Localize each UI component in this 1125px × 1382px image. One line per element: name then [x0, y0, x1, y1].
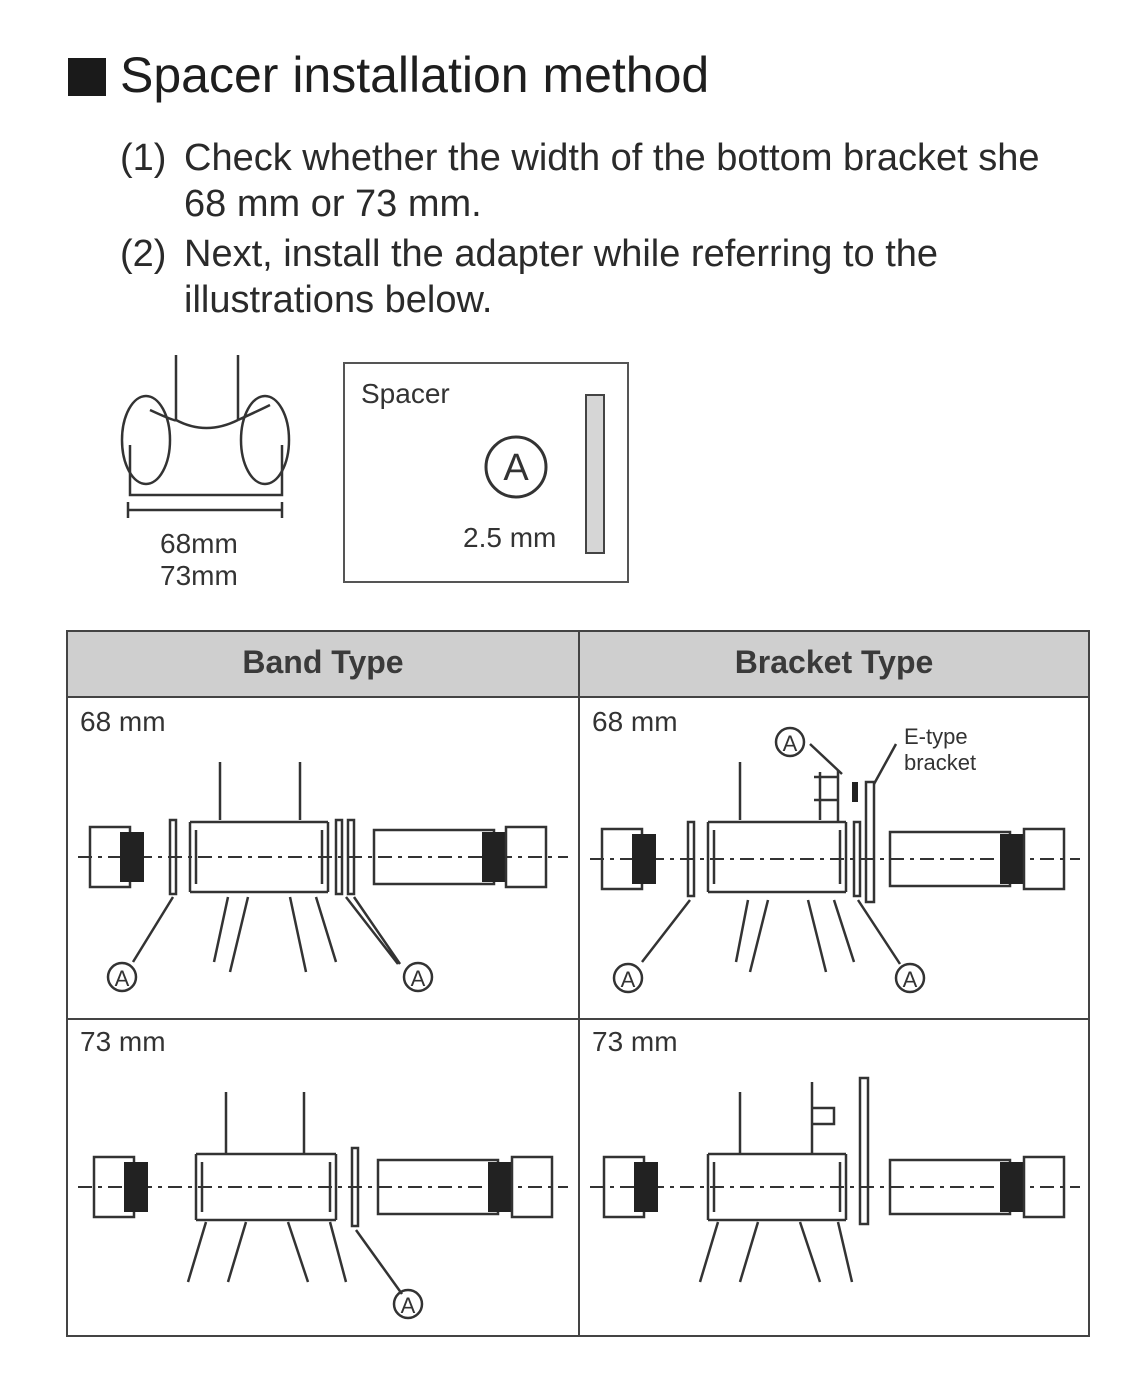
band-73-diagram: A — [78, 1092, 568, 1320]
bracket-68-marker-left: A — [621, 967, 636, 992]
spacer-thickness-label: 2.5 mm — [463, 522, 557, 553]
shell-width-73: 73mm — [160, 560, 238, 591]
bracket-68-diagram: A A A E-type bracket — [590, 724, 1080, 994]
table-column-divider — [578, 632, 580, 1335]
shell-width-68: 68mm — [160, 528, 238, 559]
heading-bullet — [68, 58, 106, 96]
column-header-bracket-type: Bracket Type — [580, 632, 1088, 698]
bottom-bracket-shell-illustration — [120, 355, 291, 518]
column-header-band-type: Band Type — [68, 632, 578, 698]
e-type-label: E-type — [904, 724, 968, 749]
row-label-68-band: 68 mm — [80, 706, 166, 737]
page-title: Spacer installation method — [120, 47, 710, 103]
bracket-68-marker-top: A — [783, 731, 798, 756]
bracket-label: bracket — [904, 750, 976, 775]
bracket-73-diagram — [590, 1076, 1080, 1283]
step-1-text-cont: 68 mm or 73 mm. — [184, 183, 482, 225]
table-row-divider — [68, 1018, 1088, 1020]
row-label-73-band: 73 mm — [80, 1026, 166, 1057]
step-2-text-cont: illustrations below. — [184, 279, 493, 321]
step-2-text: Next, install the adapter while referrin… — [184, 233, 939, 275]
spacer-shape — [585, 394, 605, 554]
row-label-68-bracket: 68 mm — [592, 706, 678, 737]
bracket-68-marker-right: A — [903, 967, 918, 992]
band-73-marker: A — [401, 1293, 416, 1318]
spacer-box-title: Spacer — [361, 378, 450, 409]
spacer-a-letter: A — [503, 447, 529, 489]
step-1-text: Check whether the width of the bottom br… — [184, 137, 1040, 179]
row-label-73-bracket: 73 mm — [592, 1026, 678, 1057]
step-2-number: (2) — [120, 233, 167, 275]
installation-table: Band Type Bracket Type 68 mm 68 mm 73 mm… — [66, 630, 1090, 1337]
spacer-reference-box: Spacer A 2.5 mm — [343, 362, 629, 583]
spacer-a-marker: A — [484, 435, 548, 499]
band-68-diagram: A A — [78, 762, 568, 993]
step-1-number: (1) — [120, 137, 167, 179]
band-68-marker-left: A — [115, 966, 130, 991]
band-68-marker-right: A — [411, 966, 426, 991]
